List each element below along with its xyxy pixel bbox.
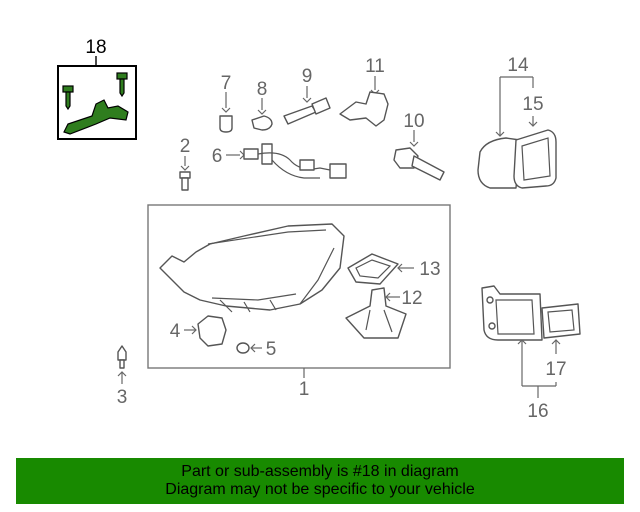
callout-3: 3 — [117, 387, 128, 408]
banner-line-2: Diagram may not be specific to your vehi… — [165, 481, 475, 498]
part-18-group[interactable] — [57, 56, 137, 140]
callout-6: 6 — [212, 146, 223, 167]
callout-18: 18 — [85, 37, 106, 58]
banner-line-1: Part or sub-assembly is #18 in diagram — [181, 463, 459, 480]
screw-icon — [116, 72, 128, 98]
callout-1: 1 — [299, 379, 310, 400]
part-18-box — [57, 65, 137, 140]
callout-4: 4 — [170, 321, 181, 342]
callout-8: 8 — [257, 79, 268, 100]
part-9-bulb[interactable] — [283, 86, 331, 125]
part-1-headlamp-box[interactable] — [147, 204, 451, 378]
callout-12: 12 — [401, 288, 422, 309]
part-6-harness[interactable] — [226, 143, 347, 179]
part-2-bolt[interactable] — [179, 156, 191, 191]
callout-15: 15 — [522, 94, 543, 115]
part-8-bulb[interactable] — [251, 98, 273, 131]
callout-10: 10 — [403, 111, 424, 132]
part-11-socket[interactable] — [339, 76, 389, 127]
bracket-icon — [63, 99, 129, 135]
part-16-17-frame[interactable] — [481, 285, 581, 398]
callout-7: 7 — [221, 73, 232, 94]
callout-9: 9 — [302, 66, 313, 87]
callout-11: 11 — [365, 56, 385, 77]
part-7-bulb[interactable] — [219, 92, 233, 133]
callout-2: 2 — [180, 136, 191, 157]
screw-icon — [62, 85, 74, 111]
callout-5: 5 — [266, 339, 277, 360]
part-14-15-cover[interactable] — [477, 76, 557, 189]
callout-13: 13 — [419, 259, 440, 280]
info-banner: Part or sub-assembly is #18 in diagram D… — [16, 458, 624, 504]
part-3-bolt[interactable] — [117, 345, 127, 384]
callout-14: 14 — [507, 55, 529, 76]
parts-diagram: 18 7 8 9 11 14 15 10 2 6 13 12 4 5 17 1 … — [57, 37, 581, 422]
callout-16: 16 — [527, 401, 548, 422]
part-10-bulb[interactable] — [393, 130, 445, 181]
callout-17: 17 — [545, 359, 566, 380]
